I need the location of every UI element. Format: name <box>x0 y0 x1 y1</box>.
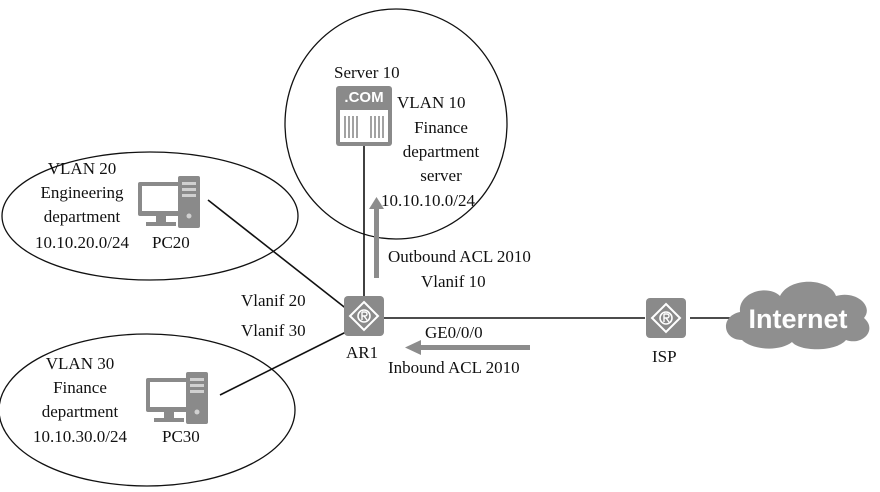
server-name-label: Server 10 <box>334 63 400 82</box>
server-icon: .COM <box>336 86 392 146</box>
router-ar1-icon <box>344 296 384 336</box>
interface-label: GE0/0/0 <box>425 323 483 342</box>
server-badge: .COM <box>344 89 383 106</box>
server-vlan-label: VLAN 10 <box>397 93 465 112</box>
internet-cloud-icon: Internet <box>725 281 870 350</box>
link-pc30-router <box>219 329 351 396</box>
pc30-icon <box>146 372 208 424</box>
finance-vlan-label: VLAN 30 <box>46 354 114 373</box>
inbound-arrow <box>405 340 530 355</box>
vlanif10-label: Vlanif 10 <box>421 272 486 291</box>
pc20-icon <box>138 176 200 228</box>
finance-subnet-label: 10.10.30.0/24 <box>33 427 127 446</box>
server-subnet-label: 10.10.10.0/24 <box>381 191 475 210</box>
router-isp-icon <box>646 298 686 338</box>
engineering-zone-ellipse <box>1 151 299 281</box>
vlanif20-label: Vlanif 20 <box>241 291 306 310</box>
pc20-label: PC20 <box>152 233 190 252</box>
internet-label: Internet <box>748 304 847 334</box>
server-dept-line3: server <box>420 166 462 185</box>
vlanif30-label: Vlanif 30 <box>241 321 306 340</box>
engineering-dept-line1: Engineering <box>40 183 124 202</box>
engineering-vlan-label: VLAN 20 <box>48 159 116 178</box>
engineering-subnet-label: 10.10.20.0/24 <box>35 233 129 252</box>
engineering-dept-line2: department <box>44 207 121 226</box>
finance-dept-line2: department <box>42 402 119 421</box>
server-zone-ellipse <box>284 8 508 240</box>
outbound-arrow <box>369 197 384 278</box>
ar1-label: AR1 <box>346 343 378 362</box>
isp-label: ISP <box>652 347 677 366</box>
pc30-label: PC30 <box>162 427 200 446</box>
server-dept-line1: Finance <box>414 118 468 137</box>
finance-dept-line1: Finance <box>53 378 107 397</box>
inbound-acl-label: Inbound ACL 2010 <box>388 358 520 377</box>
outbound-acl-label: Outbound ACL 2010 <box>388 247 531 266</box>
link-pc20-router <box>207 199 349 311</box>
finance-zone-ellipse <box>0 333 296 487</box>
server-dept-line2: department <box>403 142 480 161</box>
